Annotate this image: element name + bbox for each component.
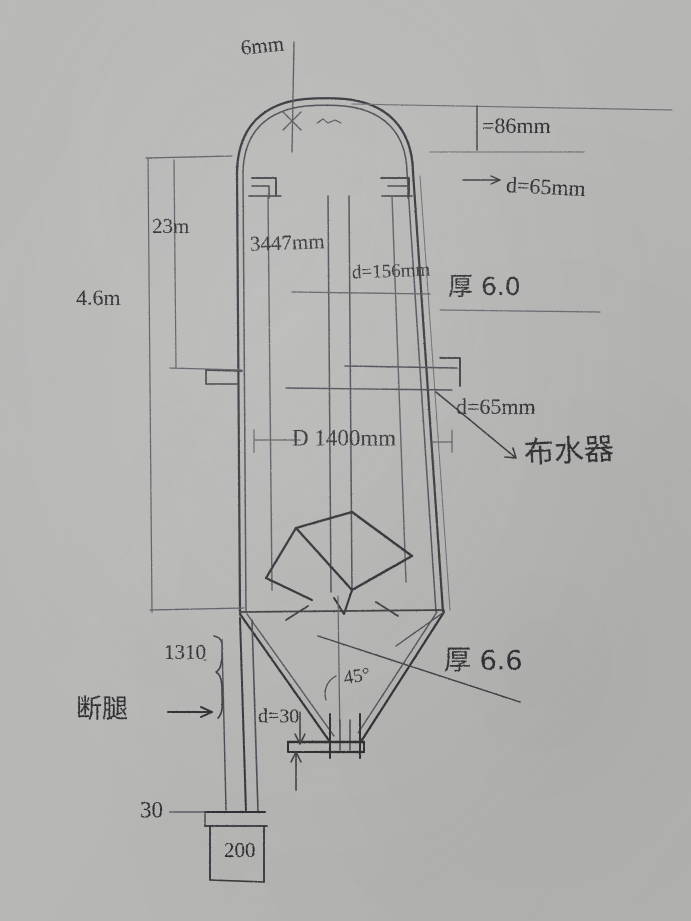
- label-outlet-dia: d=30: [258, 706, 299, 728]
- label-support: 断腿: [76, 695, 128, 725]
- label-mid-nozzle: d=65mm: [456, 394, 536, 419]
- label-cone-thickness: 厚 6.6: [444, 646, 523, 677]
- dimension-lines: [145, 41, 673, 813]
- label-top-nozzle: d=65mm: [505, 172, 586, 201]
- deflector: [264, 510, 414, 621]
- label-height-total: 23m: [152, 214, 189, 238]
- label-shell-thickness: 厚 6.0: [448, 272, 521, 301]
- dome-head: [235, 97, 415, 174]
- cone-bottom: [238, 595, 446, 744]
- label-vessel-dia: D 1400mm: [292, 425, 396, 450]
- side-nozzle-left: [205, 369, 243, 385]
- label-leg-height: 1310: [164, 640, 206, 664]
- shell: [235, 170, 451, 614]
- sketch-annotations: 6mm =86mm d=65mm 23m 4.6m 3447mm d=156mm…: [76, 31, 615, 861]
- label-inner-pipe-length: 3447mm: [250, 229, 325, 256]
- label-height-overall: 4.6m: [76, 285, 121, 310]
- label-top-thickness: 6mm: [240, 31, 285, 59]
- top-nozzle-right: [380, 177, 413, 199]
- top-nozzle-left: [248, 177, 282, 199]
- label-cone-angle: 45°: [342, 664, 372, 689]
- label-head-height: =86mm: [482, 113, 551, 138]
- label-inner-pipe-dia: d=156mm: [352, 260, 431, 284]
- support-leg: [213, 617, 259, 813]
- label-distributor: 布水器: [523, 432, 615, 472]
- label-base-plate-thickness: 30: [140, 797, 163, 822]
- internal-pipe: [267, 195, 431, 593]
- side-nozzle-right: [285, 357, 461, 391]
- base-plate: [204, 811, 268, 883]
- label-base-plate-width: 200: [224, 838, 256, 862]
